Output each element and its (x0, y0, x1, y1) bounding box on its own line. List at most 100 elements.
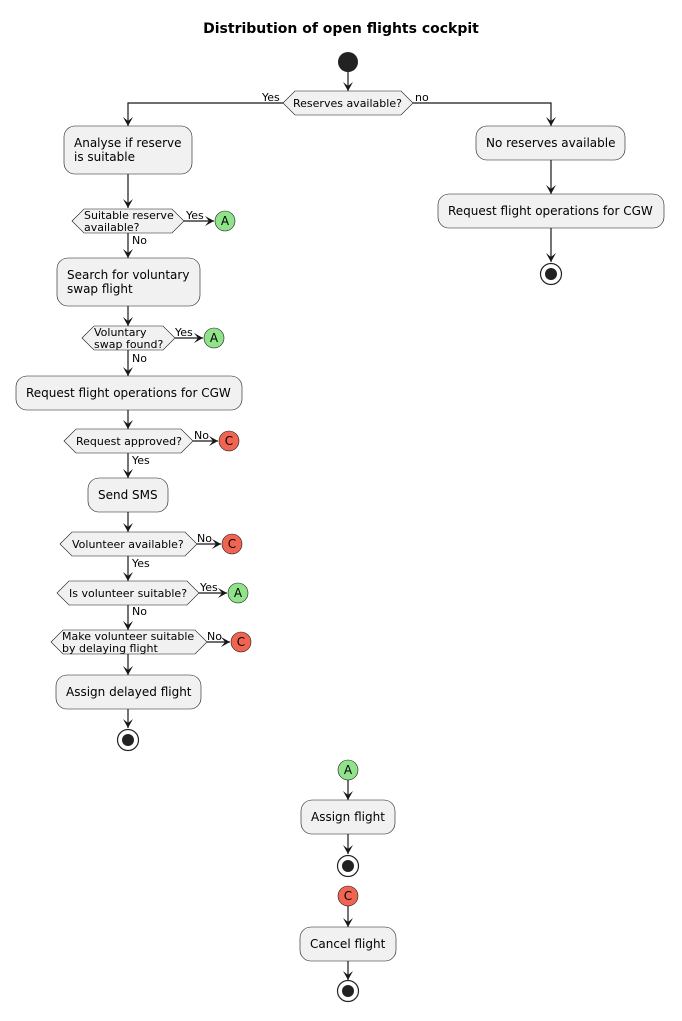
stop-node (116, 728, 140, 752)
activity-box (475, 125, 626, 161)
connector-circle (230, 631, 252, 653)
label-yes: Yes (131, 557, 150, 570)
arrow-head (123, 572, 133, 581)
decision-text-line-2: available? (84, 221, 140, 234)
activity-text-line-1: Request flight operations for CGW (26, 386, 231, 400)
decision-text-line-2: by delaying flight (62, 642, 158, 655)
arrow-head (123, 469, 133, 478)
connector-a: A (203, 327, 225, 349)
arrow-head (546, 117, 556, 126)
connector-circle (203, 327, 225, 349)
arrow-head (343, 82, 353, 91)
label-no: No (194, 429, 209, 442)
edges-layer (123, 72, 556, 980)
stop-dot (342, 985, 354, 997)
decision-text-line-1: Make volunteer suitable (62, 630, 194, 643)
label-no: No (132, 605, 147, 618)
arrow-head (343, 791, 353, 800)
flow-line (127, 102, 283, 117)
activity-assign-delayed: Assign delayed flight (55, 674, 202, 710)
decision-hexagon (63, 428, 194, 454)
activity-text-line-1: Assign delayed flight (66, 685, 192, 699)
activity-box (15, 375, 243, 411)
label-yes: Yes (199, 581, 218, 594)
label-no: No (132, 234, 147, 247)
arrow-head (123, 719, 133, 728)
connector-c: C (230, 631, 252, 653)
arrow-head (212, 539, 221, 549)
label-yes: Yes (261, 91, 280, 104)
activity-text-line-2: is suitable (74, 150, 135, 164)
activity-send-sms: Send SMS (87, 477, 169, 513)
decision-text-line-2: swap found? (94, 338, 163, 351)
label-yes: Yes (174, 326, 193, 339)
connector-circle (337, 885, 359, 907)
activity-box (63, 125, 193, 175)
decision-hexagon (50, 629, 208, 655)
activity-request-cgw-right: Request flight operations for CGW (437, 193, 665, 229)
stop-dot (342, 860, 354, 872)
arrow-head (546, 253, 556, 262)
connector-circle (221, 533, 243, 555)
decision-text-line-1: Is volunteer suitable? (69, 587, 187, 600)
arrow-head (546, 185, 556, 194)
stop-node (336, 854, 360, 878)
activity-text-line-1: Analyse if reserve (74, 136, 182, 150)
connector-circle (337, 759, 359, 781)
decision-hexagon (71, 208, 185, 234)
activity-text-line-1: Search for voluntary (67, 268, 189, 282)
label-no: No (197, 532, 212, 545)
arrow-head (218, 588, 227, 598)
connector-c: C (218, 430, 240, 452)
arrow-head (209, 436, 218, 446)
decision-hexagon (59, 531, 198, 557)
label-no: no (415, 91, 429, 104)
connector-c: C (337, 885, 359, 907)
activity-box (55, 674, 202, 710)
connector-label: A (234, 586, 243, 600)
activity-box (87, 477, 169, 513)
arrow-head (123, 367, 133, 376)
arrow-head (123, 621, 133, 630)
activity-box (300, 799, 396, 835)
activity-text-line-2: swap flight (67, 282, 133, 296)
connector-c: C (221, 533, 243, 555)
activity-box (437, 193, 665, 229)
activity-no-reserves: No reserves available (475, 125, 626, 161)
activity-text-line-1: Assign flight (311, 810, 385, 824)
connector-circle (227, 582, 249, 604)
connector-a: A (337, 759, 359, 781)
activity-text-line-1: No reserves available (486, 136, 615, 150)
decision-volunteer-available: Volunteer available? (59, 531, 198, 557)
arrow-head (123, 317, 133, 326)
connector-label: A (210, 331, 219, 345)
connector-a: A (227, 582, 249, 604)
label-yes: Yes (185, 209, 204, 222)
decision-hexagon (56, 580, 200, 606)
activity-cancel-flight: Cancel flight (299, 926, 397, 962)
activity-text-line-1: Send SMS (98, 488, 158, 502)
connector-circle (218, 430, 240, 452)
decision-text-line-1: Suitable reserve (84, 209, 174, 222)
activity-request-cgw-left: Request flight operations for CGW (15, 375, 243, 411)
connector-label: A (221, 214, 230, 228)
arrow-head (123, 249, 133, 258)
activity-box (299, 926, 397, 962)
decision-hexagon (81, 325, 176, 351)
stop-dot (545, 268, 557, 280)
arrow-head (123, 420, 133, 429)
activity-box (56, 257, 201, 307)
decision-reserves-available: Reserves available? (282, 90, 414, 116)
stop-node (539, 262, 563, 286)
connector-label: C (344, 889, 352, 903)
arrow-head (343, 918, 353, 927)
arrow-head (221, 637, 230, 647)
arrow-head (343, 845, 353, 854)
connector-label: A (344, 763, 353, 777)
